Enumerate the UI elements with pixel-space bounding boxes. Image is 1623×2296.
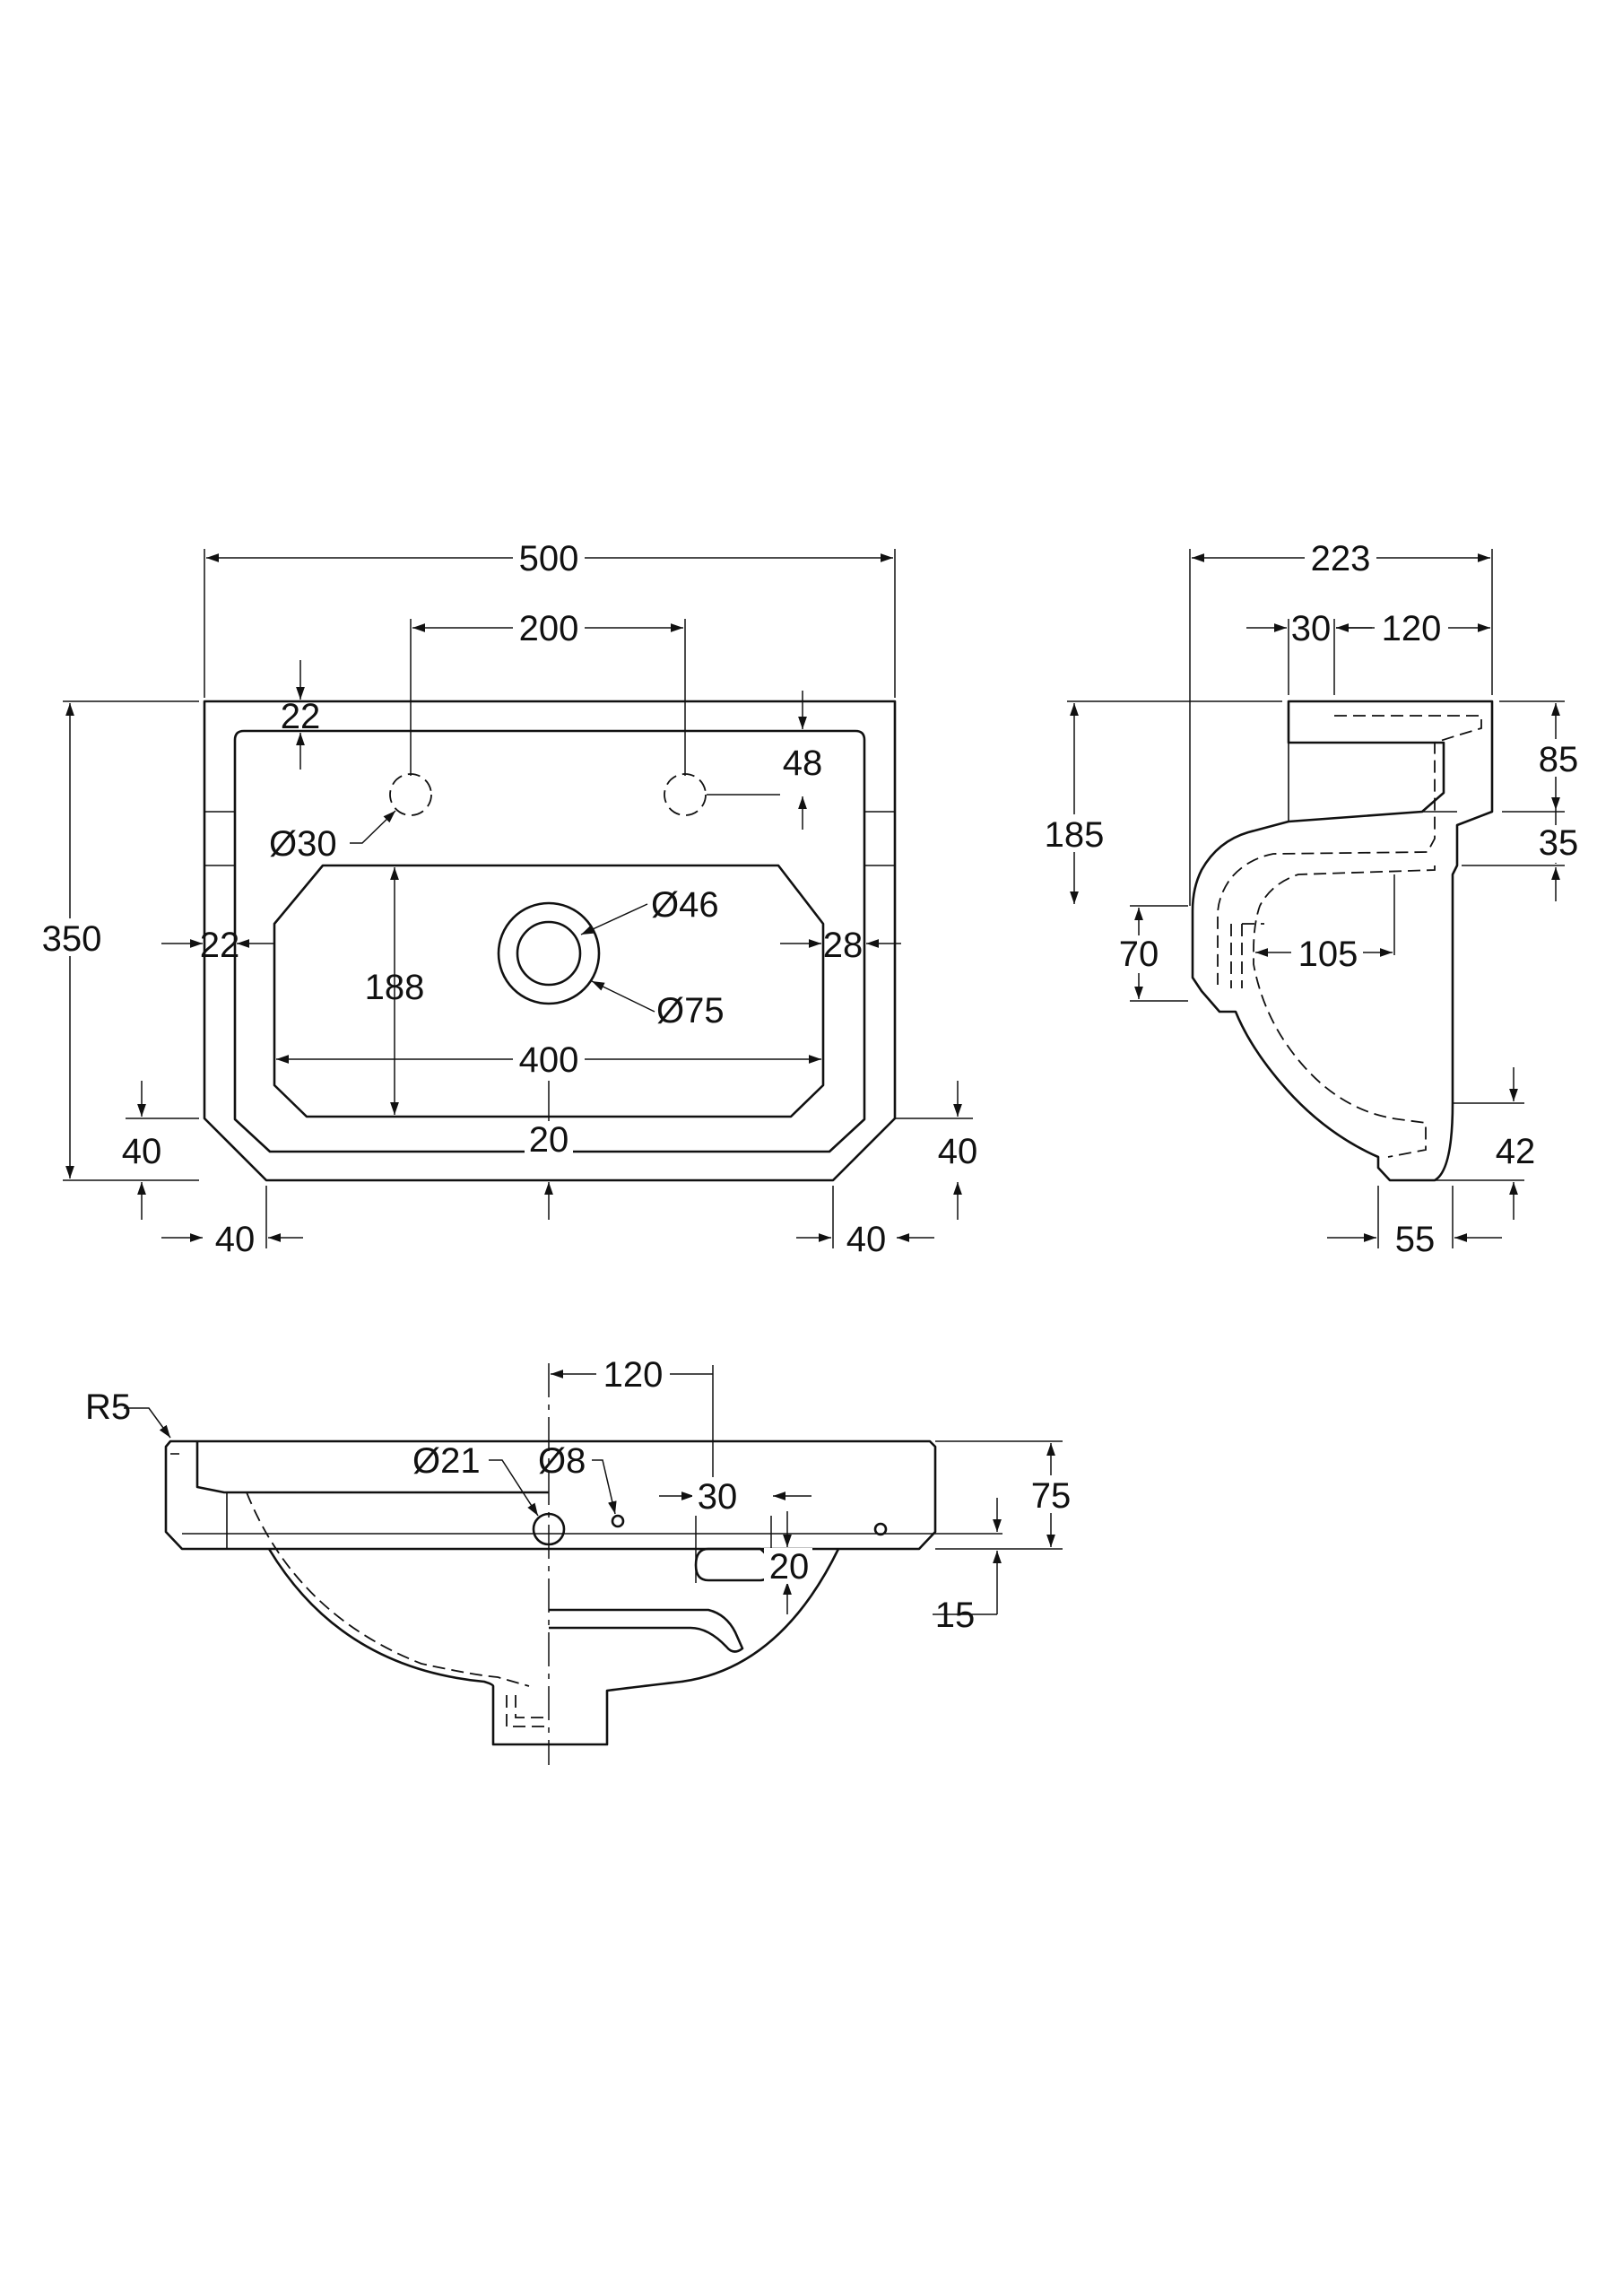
dim-height: 185 (1045, 815, 1105, 855)
front-hole-right (873, 1522, 888, 1536)
side-hidden-bowl-profile (1253, 865, 1436, 1158)
front-rim-line (195, 1441, 549, 1494)
dim-chamfer-left-horizontal: 40 (215, 1220, 256, 1259)
dim-slot-height: 20 (769, 1547, 810, 1587)
dim-top-depth: 120 (1382, 609, 1442, 648)
label-bg (525, 1121, 573, 1157)
waste-outer-ring (497, 901, 601, 1005)
dim-top-section: 85 (1539, 740, 1579, 779)
plan-extension-lines (63, 549, 973, 1248)
leader-overflow-diameter (489, 1459, 539, 1517)
plan-view: 500 200 22 48 Ø30 350 22 28 188 (36, 538, 977, 1259)
dim-tap-hole-diameter: Ø30 (269, 824, 337, 864)
label-bg (1305, 538, 1376, 576)
front-slot (694, 1547, 773, 1582)
dim-overall-projection: 223 (1311, 539, 1371, 578)
leader-tap-hole-diameter (350, 810, 396, 844)
dim-slot-width: 30 (698, 1477, 738, 1517)
dim-waste-outer-diameter: Ø75 (656, 991, 725, 1031)
tap-hole-right (664, 773, 707, 816)
front-hidden-waste (506, 1695, 547, 1727)
front-hole-8 (611, 1514, 625, 1528)
label-bg (1027, 1475, 1075, 1513)
dim-overflow-height: 70 (1119, 935, 1159, 974)
dim-chamfer-right-vertical: 40 (938, 1132, 978, 1171)
label-bg (1112, 935, 1166, 973)
dim-waste-inner-diameter: Ø46 (651, 885, 719, 925)
plan-rim-inner-outline (233, 729, 866, 1153)
front-view: 120 R5 Ø21 Ø8 30 20 75 15 (85, 1355, 1075, 1765)
dim-rear-offset: 30 (1291, 609, 1332, 648)
dim-overflow-diameter: Ø21 (412, 1441, 481, 1481)
leader-waste-inner (580, 903, 648, 935)
label-bg (764, 1548, 812, 1584)
tap-hole-left (389, 773, 432, 816)
dim-waste-offset: 120 (603, 1355, 664, 1395)
label-bg (513, 608, 585, 646)
front-hidden-bowl-interior (246, 1492, 530, 1687)
label-bg (513, 538, 585, 576)
dim-rim-thickness: 15 (935, 1596, 976, 1635)
label-bg (1291, 935, 1363, 970)
label-bg (692, 1477, 744, 1513)
dim-base-height: 42 (1496, 1132, 1536, 1171)
dim-bowl-depth-side: 105 (1298, 935, 1358, 974)
front-bowl-right-half (549, 1548, 840, 1746)
leader-small-hole (592, 1459, 617, 1515)
label-bg (1533, 825, 1583, 863)
dim-tap-hole-spacing: 200 (519, 609, 579, 648)
side-outer-profile (1191, 700, 1494, 1182)
label-bg (596, 1356, 670, 1394)
side-hidden-overflow-channel (1217, 715, 1482, 985)
front-bowl-left-half (267, 1548, 549, 1746)
label-bg (1038, 814, 1110, 852)
plan-side-notch-right (864, 811, 895, 866)
label-bg (1375, 608, 1448, 646)
side-extension-lines (1067, 549, 1565, 1248)
dim-bowl-depth: 188 (365, 968, 425, 1007)
dim-corner-radius: R5 (85, 1387, 131, 1427)
plan-side-notch-left (204, 811, 235, 866)
leader-corner-radius (124, 1407, 171, 1439)
front-body-outline (164, 1439, 937, 1551)
dim-bowl-right-margin: 28 (823, 926, 864, 965)
dim-chamfer-left-vertical: 40 (122, 1132, 162, 1171)
dim-small-hole-diameter: Ø8 (538, 1441, 586, 1481)
front-overflow-channel (549, 1608, 744, 1653)
plan-bowl-outline (273, 864, 825, 1118)
dim-overall-height: 75 (1031, 1476, 1072, 1516)
dim-overall-width: 500 (519, 539, 579, 578)
label-bg (36, 918, 108, 956)
dim-bowl-width: 400 (519, 1040, 579, 1080)
label-bg (1533, 739, 1583, 777)
dim-tap-hole-side-offset: 48 (783, 744, 823, 783)
side-hidden-inner-wall (1230, 923, 1264, 988)
side-step-line (1288, 743, 1457, 822)
front-extension-lines (695, 1365, 1063, 1583)
side-view: 223 30 120 185 85 35 70 105 42 (1038, 538, 1583, 1259)
waste-inner-ring (516, 920, 582, 987)
dim-front-rim: 20 (529, 1120, 569, 1160)
dim-chamfer-right-horizontal: 40 (846, 1220, 887, 1259)
plan-outer-outline (203, 700, 897, 1182)
leader-waste-outer (591, 980, 655, 1013)
dim-tap-hole-top-offset: 22 (281, 697, 321, 736)
dim-overall-depth: 350 (42, 919, 102, 959)
dim-base-width: 55 (1395, 1220, 1436, 1259)
label-bg (513, 1039, 585, 1077)
dim-step: 35 (1539, 823, 1579, 863)
dim-bowl-left-margin: 22 (200, 926, 240, 965)
